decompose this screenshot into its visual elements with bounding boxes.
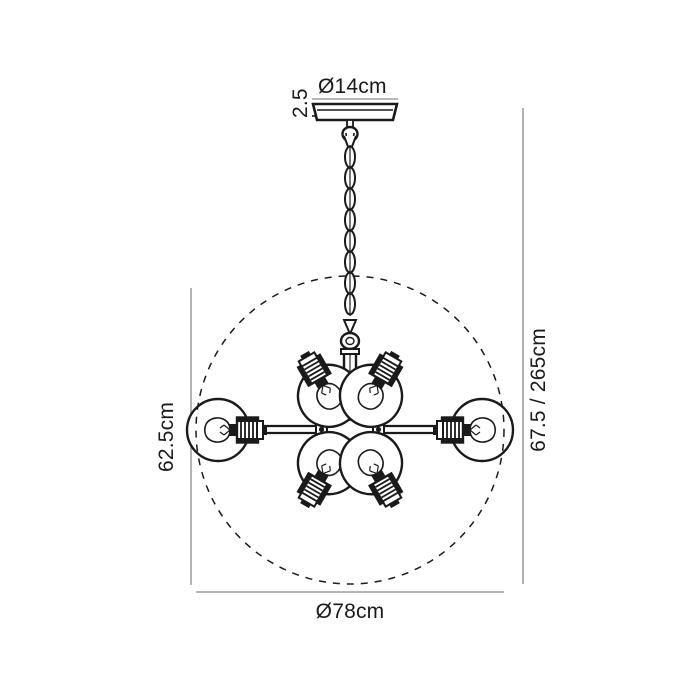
suspension-hook: [341, 119, 359, 155]
lamp-left: [185, 397, 269, 463]
label-fixture-diameter: Ø78cm: [316, 600, 385, 623]
label-fixture-height: 62.5cm: [155, 402, 178, 472]
label-plate-height: 2.5: [289, 88, 312, 118]
label-plate-diameter: Ø14cm: [318, 75, 387, 98]
ceiling-plate: [311, 102, 399, 122]
label-drop-height: 67.5 / 265cm: [527, 328, 550, 452]
suspension-chain: [344, 145, 356, 316]
dashed-envelope-circle: [195, 275, 505, 585]
stem-connector: [339, 319, 361, 351]
lamp-right: [431, 397, 515, 463]
